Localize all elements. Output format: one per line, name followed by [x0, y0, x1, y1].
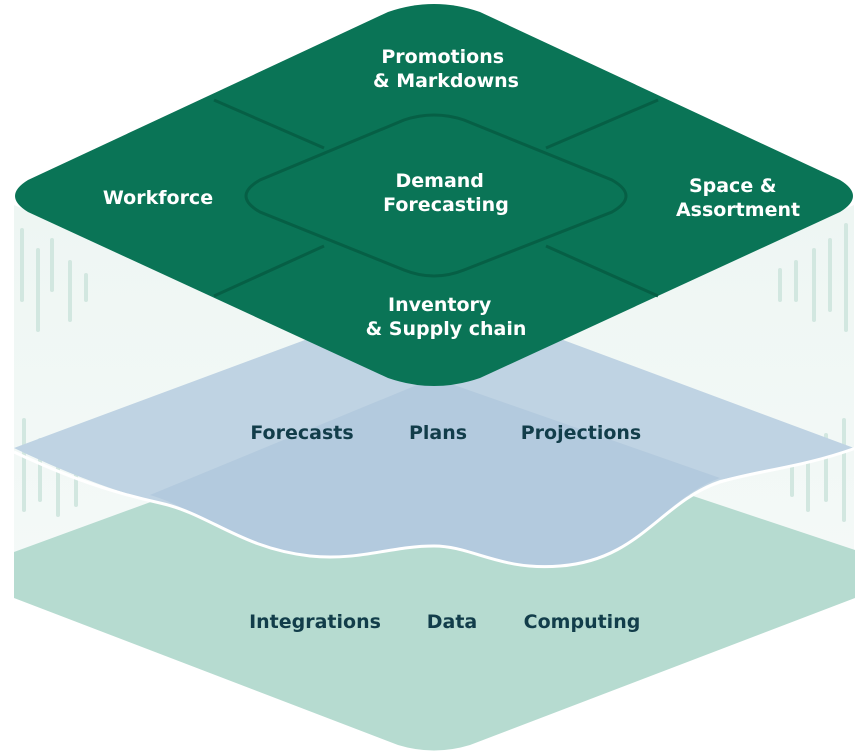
inventory-supply-label: Inventory & Supply chain [366, 294, 527, 340]
inventory-line-1: Inventory [388, 294, 492, 316]
promotions-line-2: & Markdowns [373, 70, 519, 92]
promotions-line-1: Promotions [381, 46, 504, 68]
workforce-line-1: Workforce [103, 187, 213, 209]
top-layer [15, 4, 853, 386]
inventory-line-2: & Supply chain [366, 318, 527, 340]
projections-label: Projections [521, 422, 642, 444]
space-assortment-label: Space & Assortment [676, 175, 800, 221]
forecasts-label: Forecasts [250, 422, 353, 444]
promotions-label: Promotions & Markdowns [373, 46, 519, 92]
space-line-1: Space & [689, 175, 776, 197]
workforce-label: Workforce [103, 187, 213, 209]
demand-forecasting-cell [244, 113, 628, 278]
integrations-label: Integrations [249, 611, 381, 633]
computing-label: Computing [524, 611, 641, 633]
demand-line-1: Demand [395, 170, 483, 192]
space-line-2: Assortment [676, 199, 800, 221]
demand-line-2: Forecasting [383, 194, 509, 216]
bottom-layer-plate [14, 465, 855, 751]
demand-forecasting-label: Demand Forecasting [383, 170, 509, 216]
plans-label: Plans [409, 422, 467, 444]
data-label: Data [427, 611, 478, 633]
